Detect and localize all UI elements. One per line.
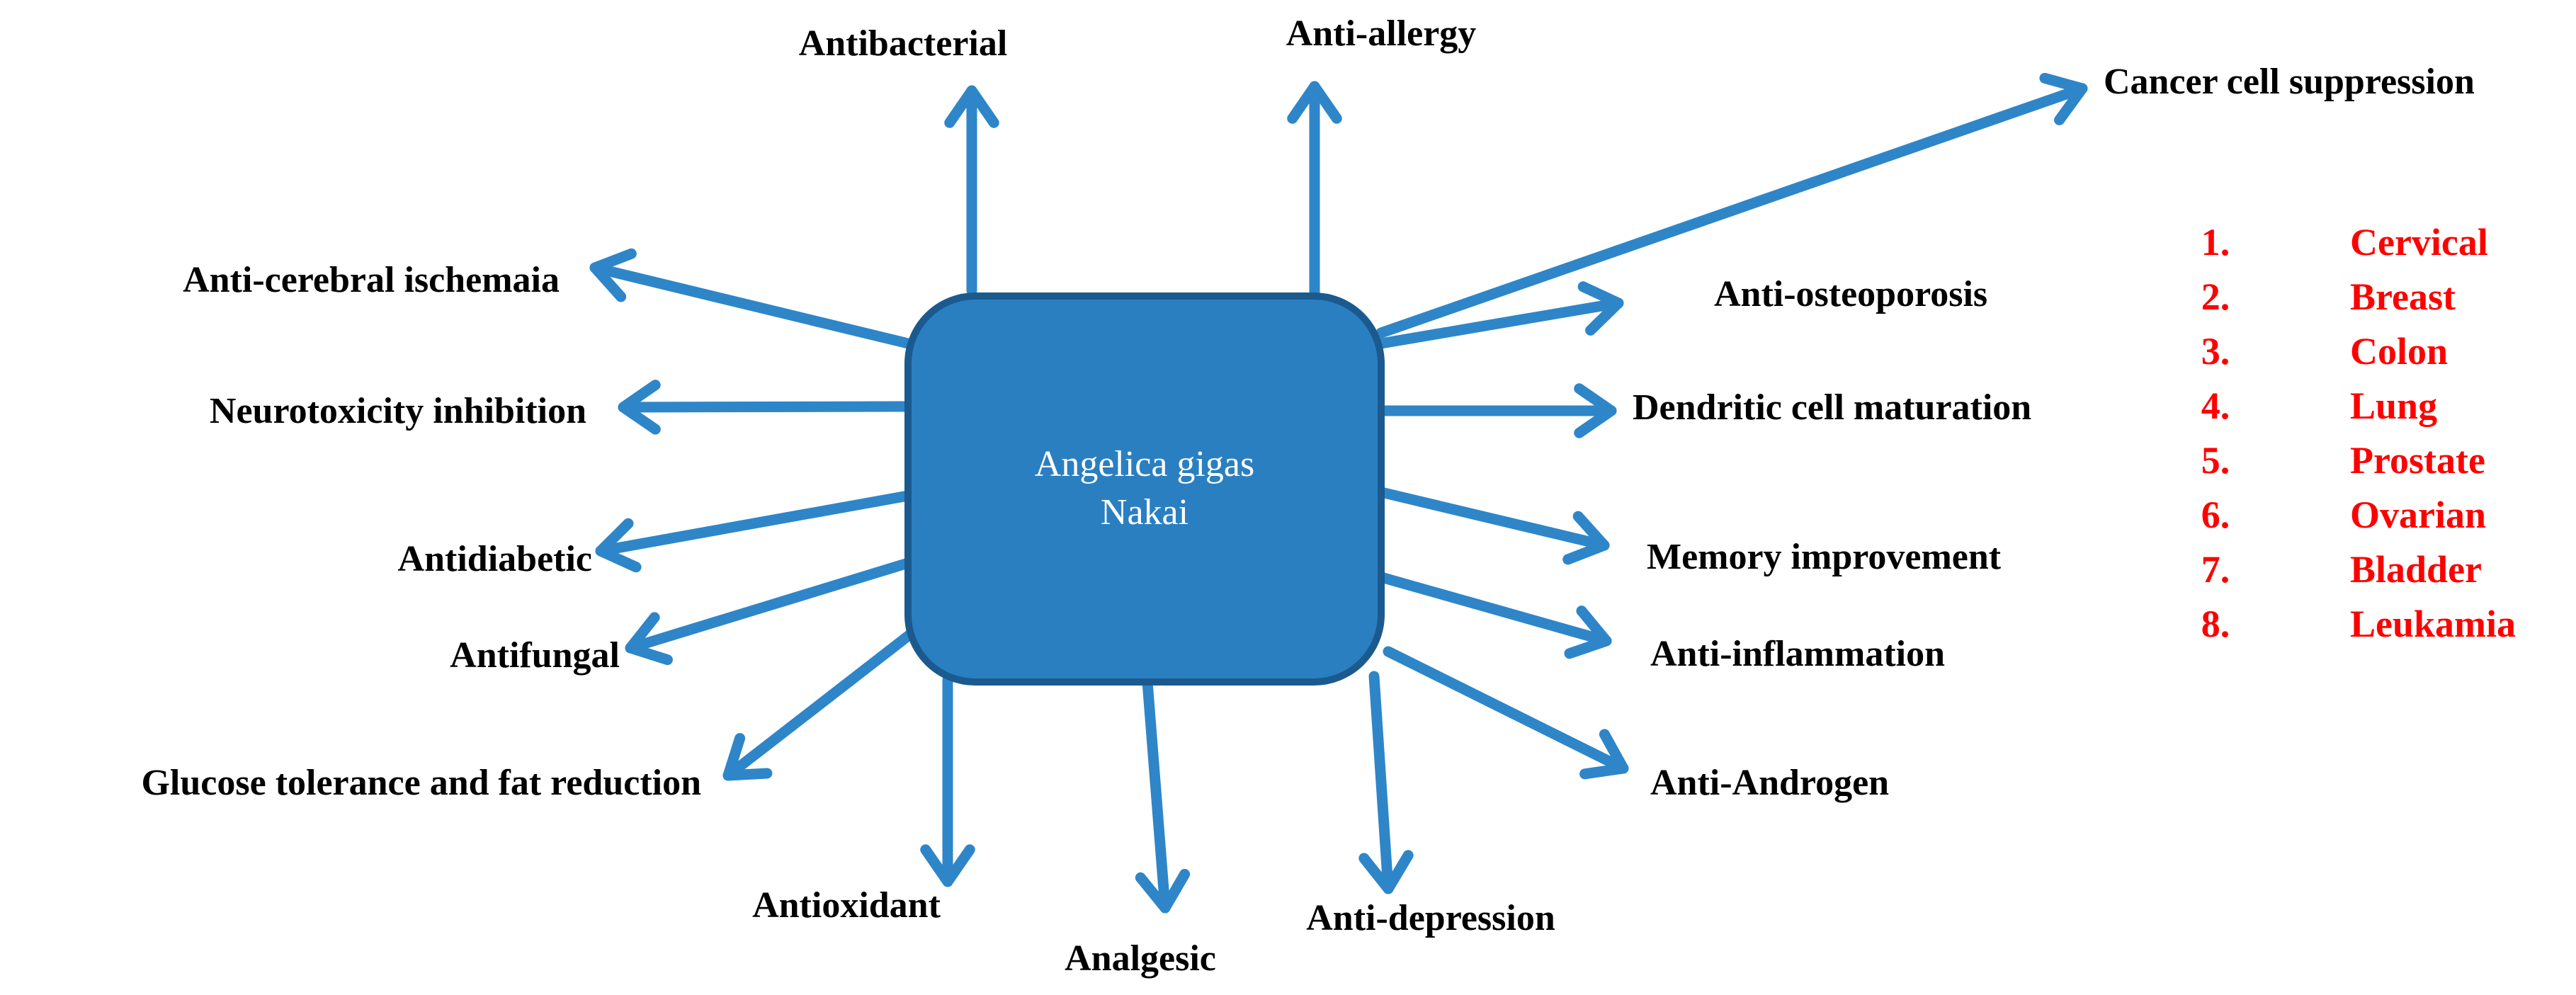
- cancer-list-number: 3.: [2201, 330, 2230, 373]
- arrowhead: [1574, 383, 1617, 438]
- arrowhead: [920, 844, 975, 887]
- cancer-list-number: 2.: [2201, 275, 2230, 318]
- arrow-shaft: [1383, 646, 1629, 774]
- cancer-type-list: 1. Cervical 2. Breast 3. Colon 4. Lung 5. Prostat…: [2201, 221, 2516, 645]
- label-antidiabetic: Antidiabetic: [398, 539, 592, 579]
- label-memory-improvement: Memory improvement: [1647, 537, 2002, 577]
- arrow-dendritic-cell-maturation: [1375, 383, 1617, 438]
- arrow-anti-osteoporosis: [1375, 281, 1624, 349]
- arrowhead: [595, 518, 642, 573]
- cancer-list-number: 8.: [2201, 603, 2230, 645]
- cancer-list-number: 6.: [2201, 494, 2230, 536]
- label-anti-androgen: Anti-Androgen: [1650, 763, 1889, 803]
- label-anti-cerebral-ischemaia: Anti-cerebral ischemaia: [183, 260, 560, 300]
- arrow-analgesic: [1135, 676, 1191, 914]
- label-cancer-cell-suppression: Cancer cell suppression: [2104, 62, 2475, 102]
- arrowhead: [1579, 729, 1629, 780]
- label-antibacterial: Antibacterial: [799, 23, 1008, 64]
- cancer-list-name: Breast: [2350, 275, 2456, 318]
- cancer-list-number: 1.: [2201, 221, 2230, 263]
- cancer-list-name: Ovarian: [2350, 494, 2486, 536]
- label-glucose-tolerance: Glucose tolerance and fat reduction: [141, 763, 701, 803]
- arrowhead: [1577, 281, 1624, 336]
- arrowhead: [625, 612, 673, 666]
- arrowhead: [1564, 605, 1612, 659]
- arrowhead: [1562, 511, 1610, 565]
- arrow-antifungal: [625, 557, 914, 666]
- arrow-group: [589, 72, 2088, 914]
- arrow-anti-cerebral-ischemaia: [589, 248, 914, 349]
- arrow-anti-inflammation: [1375, 572, 1612, 659]
- center-label-line1: Angelica gigas: [1035, 444, 1254, 484]
- arrow-antioxidant: [920, 674, 975, 887]
- center-label-line2: Nakai: [1101, 492, 1188, 533]
- arrow-shaft: [1142, 676, 1171, 914]
- cancer-list-number: 7.: [2201, 548, 2230, 591]
- arrow-shaft: [1375, 83, 2088, 339]
- arrow-antidiabetic: [595, 490, 914, 573]
- arrow-shaft: [1368, 671, 1394, 894]
- arrow-shaft: [595, 490, 914, 557]
- arrow-shaft: [722, 623, 923, 781]
- arrow-cancer-cell-suppression: [1375, 72, 2088, 339]
- cancer-list-name: Leukamia: [2350, 603, 2516, 645]
- label-anti-depression: Anti-depression: [1306, 898, 1555, 938]
- arrowhead: [618, 380, 661, 435]
- arrowhead: [1287, 81, 1342, 124]
- cancer-list-name: Colon: [2350, 330, 2448, 373]
- label-anti-allergy: Anti-allergy: [1286, 13, 1477, 54]
- arrow-anti-allergy: [1287, 81, 1342, 302]
- cancer-list-name: Bladder: [2350, 548, 2482, 591]
- arrow-shaft: [1375, 297, 1624, 349]
- cancer-list-number: 5.: [2201, 439, 2230, 482]
- arrow-antibacterial: [944, 85, 999, 296]
- arrow-neurotoxicity-inhibition: [618, 380, 914, 435]
- arrow-glucose-tolerance: [722, 623, 923, 781]
- label-antioxidant: Antioxidant: [752, 885, 941, 926]
- label-anti-osteoporosis: Anti-osteoporosis: [1714, 274, 1987, 314]
- arrow-shaft: [618, 401, 914, 413]
- cancer-list-name: Prostate: [2350, 439, 2485, 482]
- arrowhead: [589, 248, 637, 302]
- arrow-shaft: [1375, 487, 1610, 551]
- label-neurotoxicity-inhibition: Neurotoxicity inhibition: [210, 391, 586, 431]
- arrowhead: [944, 85, 999, 128]
- arrow-shaft: [1375, 572, 1612, 647]
- arrowhead: [1358, 850, 1414, 894]
- arrow-anti-depression: [1358, 671, 1414, 894]
- arrowhead: [1135, 868, 1191, 914]
- center-box: [904, 292, 1385, 686]
- cancer-list-number: 4.: [2201, 385, 2230, 427]
- cancer-list-name: Cervical: [2350, 221, 2488, 263]
- arrow-shaft: [589, 262, 914, 349]
- label-dendritic-cell-maturation: Dendritic cell maturation: [1633, 387, 2031, 428]
- arrowhead: [722, 733, 773, 781]
- label-analgesic: Analgesic: [1065, 938, 1216, 979]
- arrow-memory-improvement: [1375, 487, 1610, 565]
- label-antifungal: Antifungal: [450, 635, 620, 676]
- arrowhead: [2039, 72, 2088, 125]
- arrow-shaft: [625, 557, 914, 654]
- cancer-list-name: Lung: [2350, 385, 2437, 427]
- arrow-anti-androgen: [1383, 646, 1629, 780]
- label-anti-inflammation: Anti-inflammation: [1650, 634, 1945, 674]
